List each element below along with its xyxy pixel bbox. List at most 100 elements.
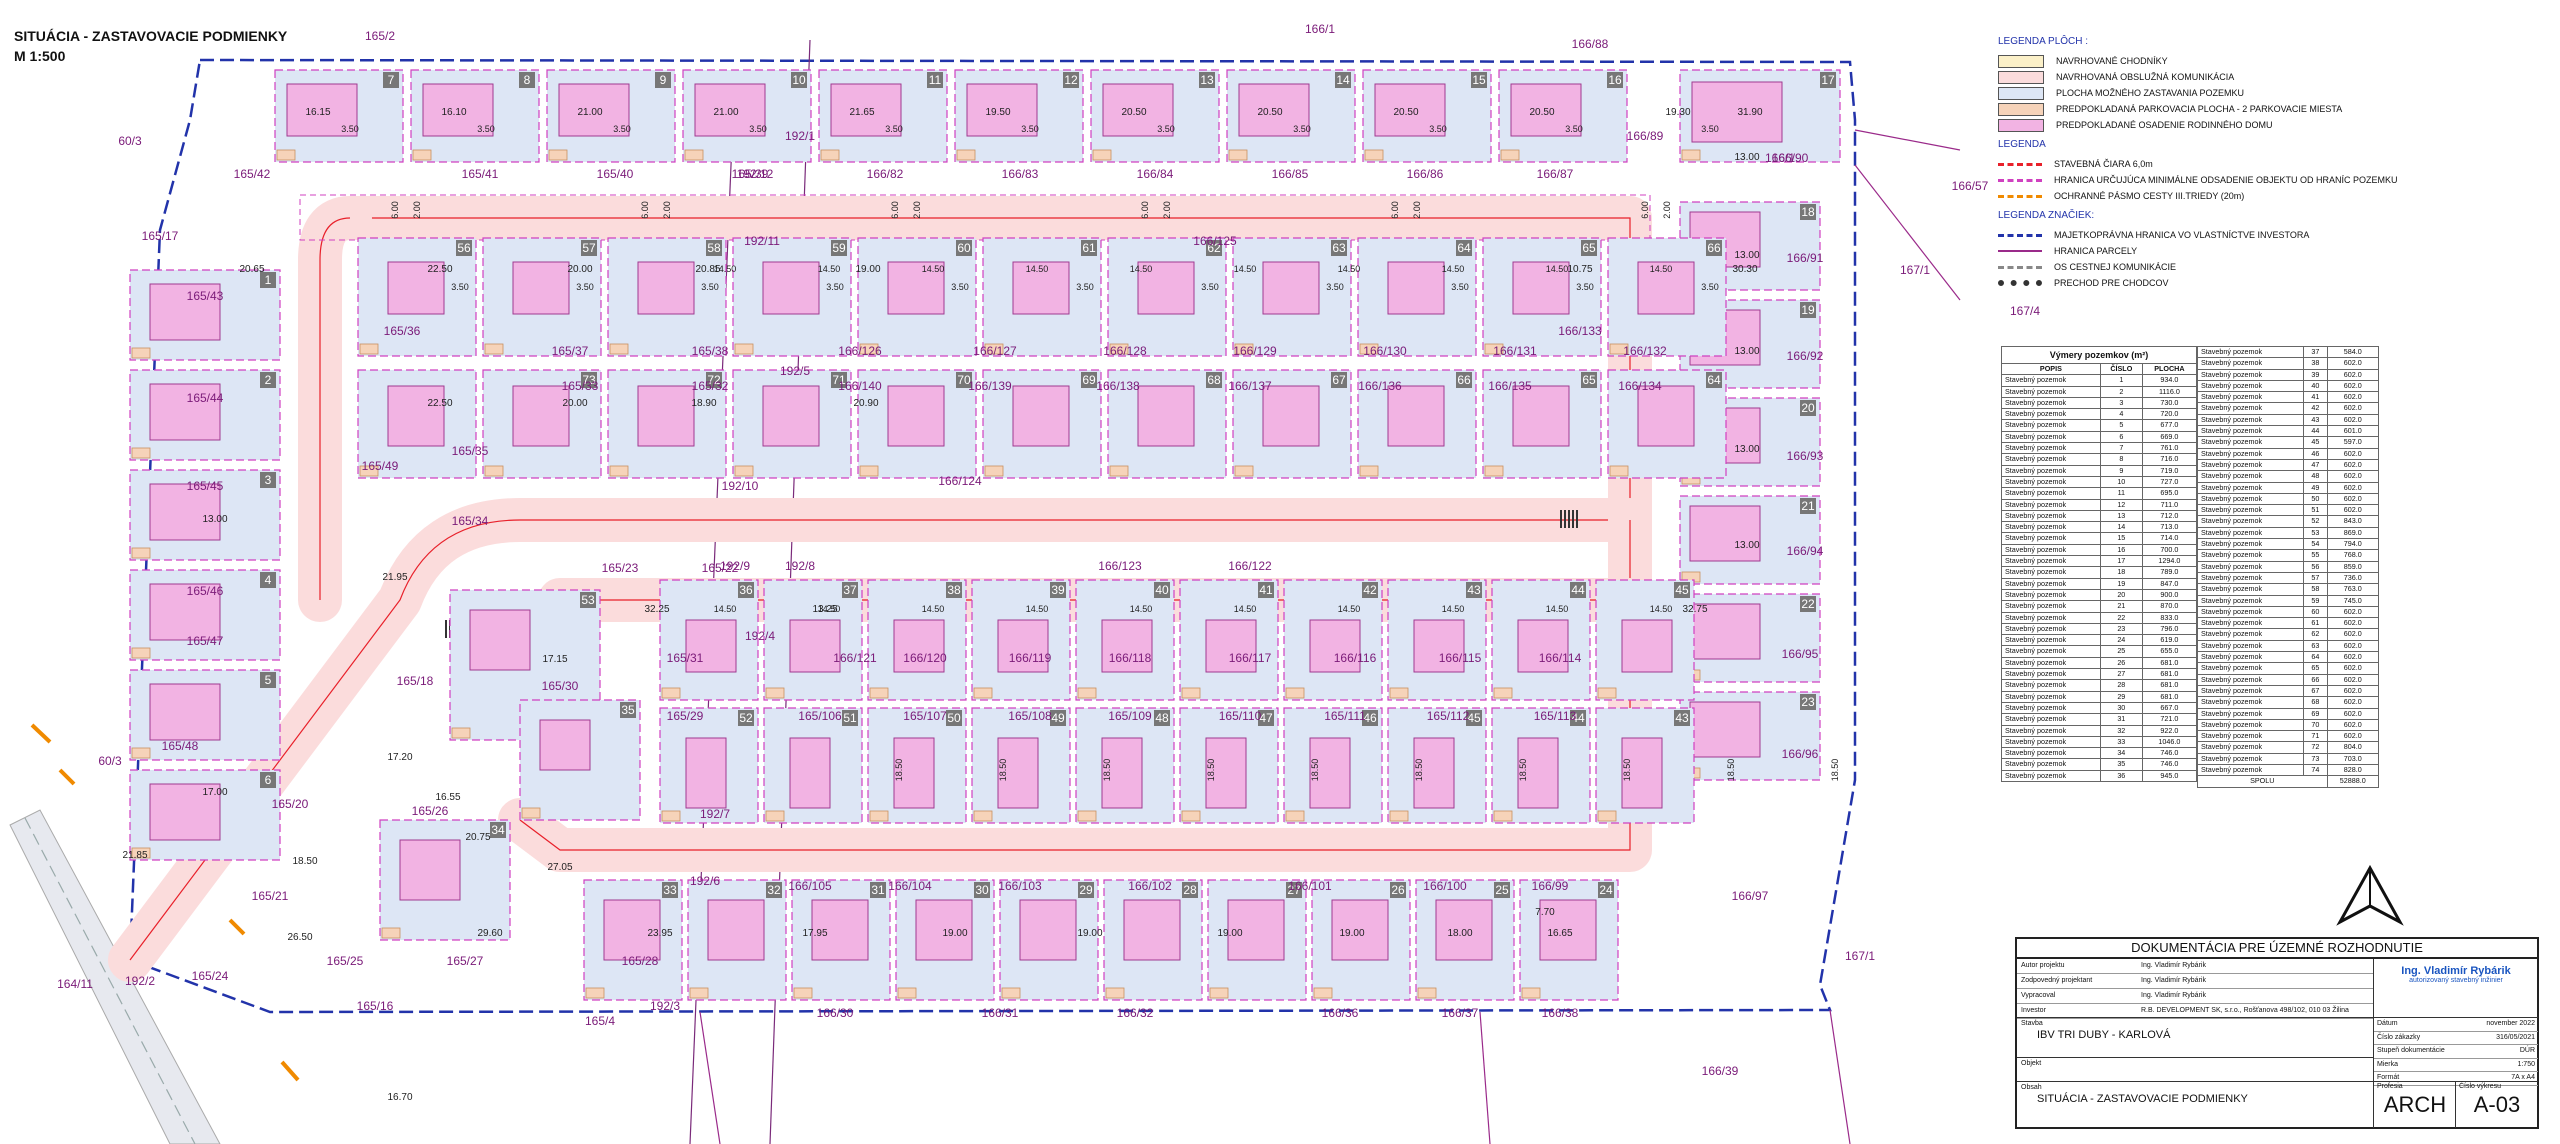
- row-number: 30: [2099, 701, 2143, 715]
- parcel-label: 165/4: [585, 1014, 615, 1028]
- dimension-label: 20.65: [239, 264, 264, 275]
- dimension-label: 14.50: [1442, 264, 1465, 274]
- plot-number: 30: [975, 883, 989, 897]
- parking-area: [1359, 343, 1379, 355]
- meta-label: Stupeň dokumentácie: [2377, 1047, 2445, 1055]
- dimension-label: 14.50: [922, 604, 945, 614]
- dimension-label: 14.50: [1130, 604, 1153, 614]
- plot-number-badge: [706, 372, 722, 388]
- meta-value: 1:750: [2517, 1060, 2535, 1068]
- row-number: 64: [2303, 651, 2328, 664]
- dimension-label: 22.50: [427, 398, 452, 409]
- parcel-label: 166/83: [1002, 167, 1039, 181]
- dimension-label: 3.50: [1429, 124, 1447, 134]
- parking-area: [131, 547, 151, 559]
- row-area: 746.0: [2141, 758, 2198, 771]
- parcel-label: 165/110: [1219, 709, 1262, 723]
- plot-number-badge: [842, 710, 858, 726]
- plot-number: 51: [843, 711, 857, 725]
- crosswalk-stripe: [1572, 510, 1574, 528]
- drawing-title-line1: SITUÁCIA - ZASTAVOVACIE PODMIENKY: [14, 28, 288, 44]
- row-desc: Stavebný pozemok: [2001, 555, 2101, 568]
- plot-number: 32: [767, 883, 781, 897]
- dimension-label: 3.50: [1701, 124, 1719, 134]
- crosswalk-stripe: [1564, 510, 1566, 528]
- plot-number: 46: [1363, 711, 1377, 725]
- row-desc: Stavebný pozemok: [2001, 430, 2101, 444]
- row-desc: Stavebný pozemok: [2196, 504, 2305, 517]
- row-area: 847.0: [2141, 577, 2198, 590]
- parcel-label: 166/118: [1109, 651, 1152, 665]
- table-title: Výmery pozemkov (m²): [2001, 346, 2197, 364]
- meta-label: Číslo zákazky: [2377, 1033, 2421, 1041]
- parcel-label: 165/43: [187, 289, 224, 303]
- dimension-label: 10.75: [1567, 264, 1592, 275]
- row-desc: Stavebný pozemok: [2196, 763, 2305, 777]
- row-desc: Stavebný pozemok: [2001, 577, 2101, 590]
- dimension-label: 2.00: [1412, 201, 1422, 219]
- parcel-label: 166/116: [1334, 651, 1377, 665]
- dimension-label: 13.00: [202, 514, 227, 525]
- plot-number-badge: [1800, 694, 1816, 710]
- row-desc: Stavebný pozemok: [2196, 718, 2305, 732]
- parking-area: [1285, 687, 1305, 699]
- house-footprint: [830, 83, 902, 137]
- row-area: 763.0: [2326, 583, 2380, 596]
- north-arrow: [2336, 864, 2404, 926]
- dimension-label: 18.90: [691, 398, 716, 409]
- plot-number-badge: [1335, 72, 1351, 88]
- dimension-label: 2.00: [662, 201, 672, 219]
- plot-number-badge: [831, 372, 847, 388]
- row-desc: Stavebný pozemok: [2196, 458, 2305, 472]
- parcel-label: 165/37: [552, 344, 589, 358]
- row-desc: Stavebný pozemok: [2196, 651, 2305, 664]
- row-number: 2: [2099, 385, 2143, 398]
- dimension-label: 17.00: [202, 787, 227, 798]
- plot-number: 26: [1391, 883, 1405, 897]
- row-number: 49: [2303, 481, 2328, 494]
- row-number: 61: [2303, 617, 2328, 630]
- plot-number-badge: [581, 240, 597, 256]
- row-number: 69: [2303, 707, 2328, 720]
- row-desc: Stavebný pozemok: [2196, 345, 2305, 359]
- legend-swatch: [1998, 54, 2044, 68]
- plot-number-badge: [927, 72, 943, 88]
- house-footprint: [811, 899, 869, 961]
- dimension-label: 18.00: [1447, 928, 1472, 939]
- parcel-label: 166/37: [1442, 1006, 1479, 1020]
- parcel-label: 166/119: [1009, 651, 1052, 665]
- parking-area: [869, 810, 889, 822]
- legend-swatch: [1998, 118, 2044, 132]
- parcel-label: 165/29: [667, 709, 704, 723]
- parking-area: [1077, 687, 1097, 699]
- dimension-label: 21.95: [382, 572, 407, 583]
- house-footprint: [1387, 385, 1445, 447]
- house-footprint: [1413, 737, 1455, 809]
- legend-label: PREDPOKLADANÉ OSADENIE RODINNÉHO DOMU: [2056, 120, 2273, 130]
- legend-area-item: NAVRHOVANÁ OBSLUŽNÁ KOMUNIKÁCIA: [1998, 69, 2418, 85]
- row-desc: Stavebný pozemok: [2001, 509, 2101, 523]
- legend-swatch: [1998, 178, 2042, 182]
- plot-number-badge: [1362, 582, 1378, 598]
- row-number: 51: [2303, 504, 2328, 517]
- house-footprint: [762, 385, 820, 447]
- plot-number: 27: [1287, 883, 1301, 897]
- plot-number-badge: [1081, 240, 1097, 256]
- legend-label: MAJETKOPRÁVNA HRANICA VO VLASTNÍCTVE INV…: [2054, 230, 2310, 240]
- plot-number-badge: [946, 710, 962, 726]
- plot-number-badge: [490, 822, 506, 838]
- role-name: R.B. DEVELOPMENT SK, s.r.o., Rošťanova 4…: [2141, 1007, 2349, 1014]
